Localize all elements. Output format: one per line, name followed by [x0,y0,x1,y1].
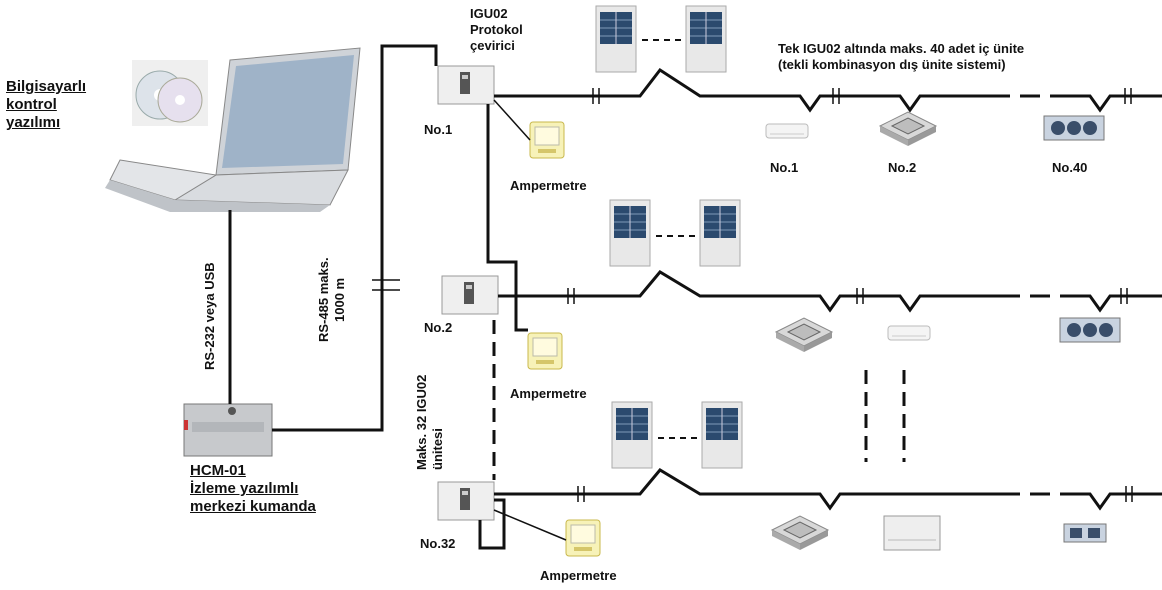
max-igu-label: Maks. 32 IGU02 ünitesi [414,375,446,470]
igu-title: IGU02 Protokol çevirici [470,6,523,54]
outdoor-unit-icon [611,401,653,469]
gateway-no-label: No.1 [424,122,453,137]
meter-label: Ampermetre [540,568,617,583]
meter-label: Ampermetre [510,386,587,401]
wall-unit-icon [887,325,931,341]
software-label-line: yazılımı [6,114,61,131]
meter-label: Ampermetre [510,178,587,193]
rs485-link-line: RS-485 maks. [316,257,331,342]
cassette-unit-icon [771,515,829,551]
max-igu-line: Maks. 32 IGU02 [414,374,429,470]
hcm-label-line: merkezi kumanda [190,498,316,515]
igu-title-line: Protokol [470,22,523,37]
top-note-line: (tekli kombinasyon dış ünite sistemi) [778,57,1006,72]
software-label-line: kontrol [6,96,57,113]
software-label: Bilgisayarlı kontrol yazılımı [6,78,86,132]
gateway-2-icon [441,275,499,315]
usb-link-label: RS-232 veya USB [202,262,217,370]
laptop-icon [105,47,361,212]
duct-unit-icon [1063,523,1107,543]
cassette-unit-icon [879,111,937,147]
duct-unit-icon [1059,317,1121,343]
gateway-no-label: No.32 [420,536,456,551]
gateway-no-label: No.2 [424,320,453,335]
floor-ceiling-unit-icon [883,515,941,551]
rs485-link-line: 1000 m [332,277,347,322]
rs485-link-label: RS-485 maks. 1000 m [316,257,348,342]
gateway-32-icon [437,481,495,521]
duct-unit-icon [1043,115,1105,141]
outdoor-unit-icon [701,401,743,469]
indoor-unit-label: No.40 [1052,160,1088,175]
igu-title-line: IGU02 [470,6,508,21]
meter-1-icon [529,121,565,159]
software-label-line: Bilgisayarlı [6,78,87,95]
outdoor-unit-icon [699,199,741,267]
outdoor-unit-icon [595,5,637,73]
wall-unit-icon [765,123,809,139]
meter-32-icon [565,519,601,557]
gateway-1-icon [437,65,495,105]
outdoor-unit-icon [685,5,727,73]
indoor-unit-label: No.1 [770,160,799,175]
top-note-line: Tek IGU02 altında maks. 40 adet iç ünite [778,41,1025,56]
meter-2-icon [527,332,563,370]
indoor-unit-label: No.2 [888,160,917,175]
hcm-controller-icon [183,403,273,457]
hcm-label-line: HCM-01 [190,462,246,479]
cassette-unit-icon [775,317,833,353]
cd-discs-icon [132,60,208,126]
outdoor-unit-icon [609,199,651,267]
top-note: Tek IGU02 altında maks. 40 adet iç ünite… [778,41,1024,73]
hcm-label: HCM-01 İzleme yazılımlı merkezi kumanda [190,462,316,516]
max-igu-line: ünitesi [430,428,445,470]
igu-title-line: çevirici [470,38,515,53]
hcm-label-line: İzleme yazılımlı [190,480,299,497]
